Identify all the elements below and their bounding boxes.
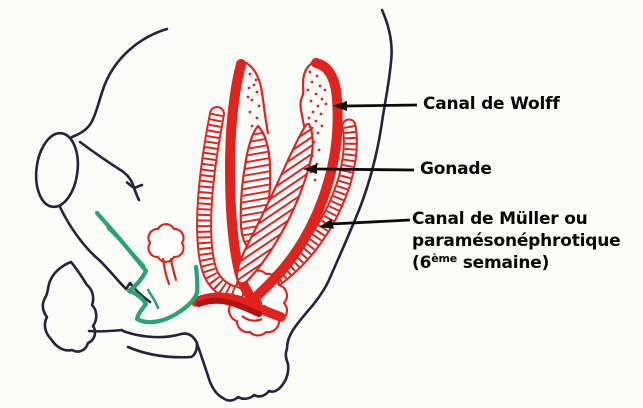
wolff-arrowhead — [333, 101, 347, 111]
perineum-link — [87, 328, 124, 333]
embryo-body-outline — [34, 8, 393, 402]
label-muller-line3: (6ème semaine) — [412, 252, 550, 273]
label-gonade: Gonade — [420, 158, 492, 180]
armpit-fork — [125, 181, 144, 202]
label-muller-superscript: ème — [431, 252, 457, 265]
muller-duct-left — [196, 106, 244, 302]
label-canal-de-muller: Canal de Müller ou paramésonéphrotique (… — [412, 208, 621, 276]
neck-curve — [70, 27, 169, 139]
label-canal-de-wolff-text: Canal de Wolff — [423, 94, 560, 114]
urogenital-sinus-green — [94, 210, 200, 325]
armpit-line — [78, 140, 136, 190]
caudal-duct-band — [191, 292, 286, 322]
label-muller-line2: paramésonéphrotique — [412, 231, 621, 251]
mesonephros-stipple-right — [299, 60, 328, 182]
tail-rocky-blob — [41, 260, 98, 353]
label-muller-line1: Canal de Müller ou — [412, 209, 588, 229]
gonade-arrow — [303, 164, 415, 174]
gonade-arrowhead — [303, 164, 317, 174]
muller-duct-right — [262, 118, 358, 292]
label-canal-de-wolff: Canal de Wolff — [423, 93, 560, 115]
muller-arrowhead — [319, 219, 334, 229]
muller-arrow — [319, 218, 411, 229]
label-gonade-text: Gonade — [420, 159, 492, 179]
gonad-right — [235, 122, 314, 285]
fold-arc-2 — [126, 342, 199, 359]
limb-bud-oval — [34, 131, 80, 209]
wolff-duct-left — [224, 59, 262, 308]
upper-gland-cloud — [147, 223, 185, 286]
belly-line — [58, 205, 152, 304]
back-and-leg-outline — [195, 8, 393, 402]
wolff-arrow — [333, 101, 418, 111]
fold-arc-1 — [121, 329, 199, 345]
